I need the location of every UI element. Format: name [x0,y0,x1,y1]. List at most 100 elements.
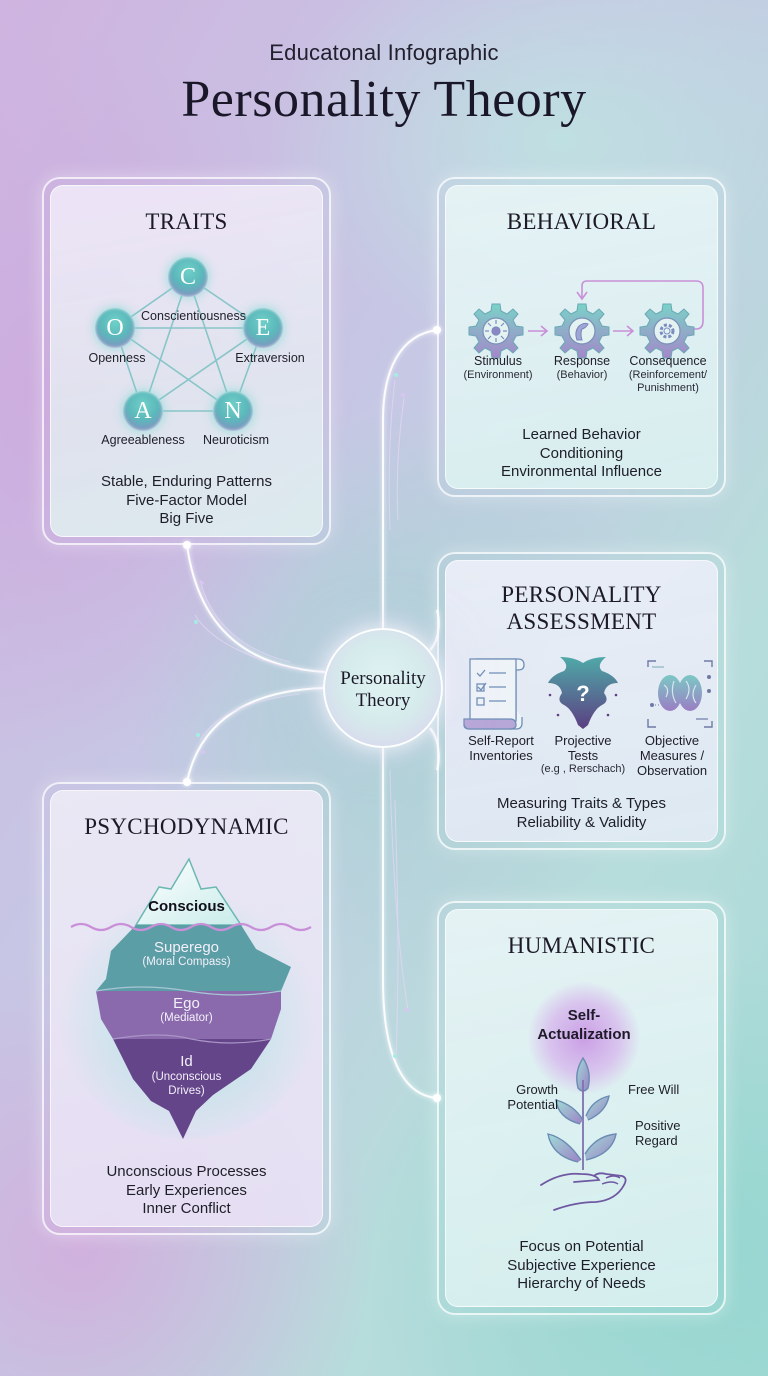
behavioral-description: Learned Behavior Conditioning Environmen… [446,426,717,482]
psychodynamic-desc-line: Unconscious Processes [106,1163,267,1180]
id-title: Id [180,1053,193,1070]
assessment-desc-line: Reliability & Validity [516,813,647,831]
brain-scan-icon [647,660,713,728]
trait-label-conscientiousness: Conscientiousness [141,309,246,323]
projective-tests-label: Projective Tests (e.g , Rerschach) [538,733,628,776]
traits-desc-line: Big Five [159,510,214,527]
trait-node-c: C [168,257,208,297]
consequence-label: Consequence (Reinforcement/ Punishment) [618,354,717,395]
behavioral-card: BEHAVIORAL [437,177,726,497]
stimulus-title: Stimulus [474,354,522,368]
psychodynamic-title: PSYCHODYNAMIC [84,814,289,839]
central-hub: Personality Theory [323,628,443,748]
small-cog-icon [659,323,675,339]
conscious-label: Conscious [148,898,225,915]
psychodynamic-desc-line: Inner Conflict [142,1200,231,1217]
objective-line: Observation [636,763,708,778]
assessment-title: PERSONALITY ASSESSMENT [446,581,717,635]
svg-text:?: ? [576,681,589,706]
traits-card-inner: TRAITS C O E A N Conscientiousness Openn… [50,185,323,537]
trait-node-a: A [123,391,163,431]
plant-in-hand-icon [540,1056,627,1211]
positive-regard-label: Positive Regard [635,1118,705,1148]
trait-label-neuroticism: Neuroticism [203,433,269,447]
traits-title: TRAITS [145,209,228,234]
iceberg-diagram [58,857,318,1139]
consequence-sub: (Reinforcement/ [628,369,708,381]
trait-node-e: E [243,308,283,348]
behavioral-desc-line: Environmental Influence [501,463,662,480]
free-will-label: Free Will [628,1082,680,1097]
traits-desc-line: Stable, Enduring Patterns [101,473,272,490]
growth-line: Growth [516,1082,558,1097]
self-actualization-label: Self- Actualization [516,1006,652,1044]
superego-label: Superego (Moral Compass) [51,939,322,968]
projective-line: Tests [567,748,599,763]
self-report-line: Self-Report [468,733,534,748]
assessment-icons: ? [463,657,713,730]
behavioral-cycle-diagram [468,280,704,359]
id-label: Id (Unconscious Drives) [51,1053,322,1098]
inkblot-icon: ? [548,657,618,729]
projective-line: Projective [554,733,612,748]
trait-node-n: N [213,391,253,431]
humanistic-desc-line: Hierarchy of Needs [517,1275,646,1292]
traits-desc-line: Five-Factor Model [126,491,247,509]
growth-line: Potential [507,1097,558,1112]
trait-label-agreeableness: Agreeableness [101,433,185,447]
response-label: Response (Behavior) [541,354,623,382]
hand-icon [575,322,589,341]
assessment-desc-line: Measuring Traits & Types [497,795,666,812]
trait-label-extraversion: Extraversion [235,351,305,365]
ego-sub: (Mediator) [160,1012,213,1024]
positive-regard-line: Positive [635,1118,681,1133]
consequence-sub: Punishment) [637,382,699,394]
objective-line: Measures / [639,748,705,763]
consequence-title: Consequence [629,354,707,368]
header: Educatonal Infographic Personality Theor… [0,40,768,129]
assessment-card: PERSONALITY ASSESSMENT [437,552,726,850]
self-report-line: Inventories [469,748,533,763]
psychodynamic-desc-line: Early Experiences [126,1181,247,1199]
superego-title: Superego [153,939,220,956]
assessment-title-line: PERSONALITY [501,582,662,607]
psychodynamic-description: Unconscious Processes Early Experiences … [51,1163,322,1219]
behavioral-desc-line: Conditioning [539,444,624,462]
assessment-description: Measuring Traits & Types Reliability & V… [446,795,717,832]
projective-example: (e.g , Rerschach) [540,763,626,775]
humanistic-description: Focus on Potential Subjective Experience… [446,1238,717,1294]
header-subtitle: Educatonal Infographic [269,40,499,65]
psychodynamic-card-inner: PSYCHODYNAMIC [50,790,323,1227]
trait-node-o: O [95,308,135,348]
superego-sub: (Moral Compass) [142,956,231,968]
behavioral-title: BEHAVIORAL [506,209,657,234]
humanistic-desc-line: Focus on Potential [519,1238,644,1255]
id-sub: Drives) [168,1085,205,1097]
objective-line: Objective [644,733,700,748]
humanistic-title: HUMANISTIC [507,933,656,958]
checklist-scroll-icon [463,658,525,730]
open-hand-icon [540,1172,627,1211]
humanistic-card-inner: HUMANISTIC Self- Actualization [445,909,718,1307]
self-actualization-line: Self- [567,1007,601,1024]
stimulus-sub: (Environment) [463,369,533,381]
self-actualization-line: Actualization [537,1026,631,1043]
hub-line: Theory [355,690,411,711]
traits-description: Stable, Enduring Patterns Five-Factor Mo… [51,473,322,529]
growth-potential-label: Growth Potential [478,1082,558,1112]
trait-label-openness: Openness [88,351,146,365]
assessment-title-line: ASSESSMENT [506,609,657,634]
humanistic-desc-line: Subjective Experience [507,1256,656,1274]
stimulus-label: Stimulus (Environment) [452,354,544,382]
page-title: Personality Theory [181,71,587,128]
response-title: Response [553,354,611,368]
psychodynamic-card: PSYCHODYNAMIC [42,782,331,1235]
response-sub: (Behavior) [556,369,608,381]
id-sub: (Unconscious [151,1071,222,1083]
hub-line: Personality [340,668,426,689]
objective-measures-label: Objective Measures / Observation [624,733,717,778]
ego-title: Ego [173,995,200,1012]
traits-card: TRAITS C O E A N Conscientiousness Openn… [42,177,331,545]
positive-regard-line: Regard [635,1133,678,1148]
ego-label: Ego (Mediator) [51,995,322,1024]
